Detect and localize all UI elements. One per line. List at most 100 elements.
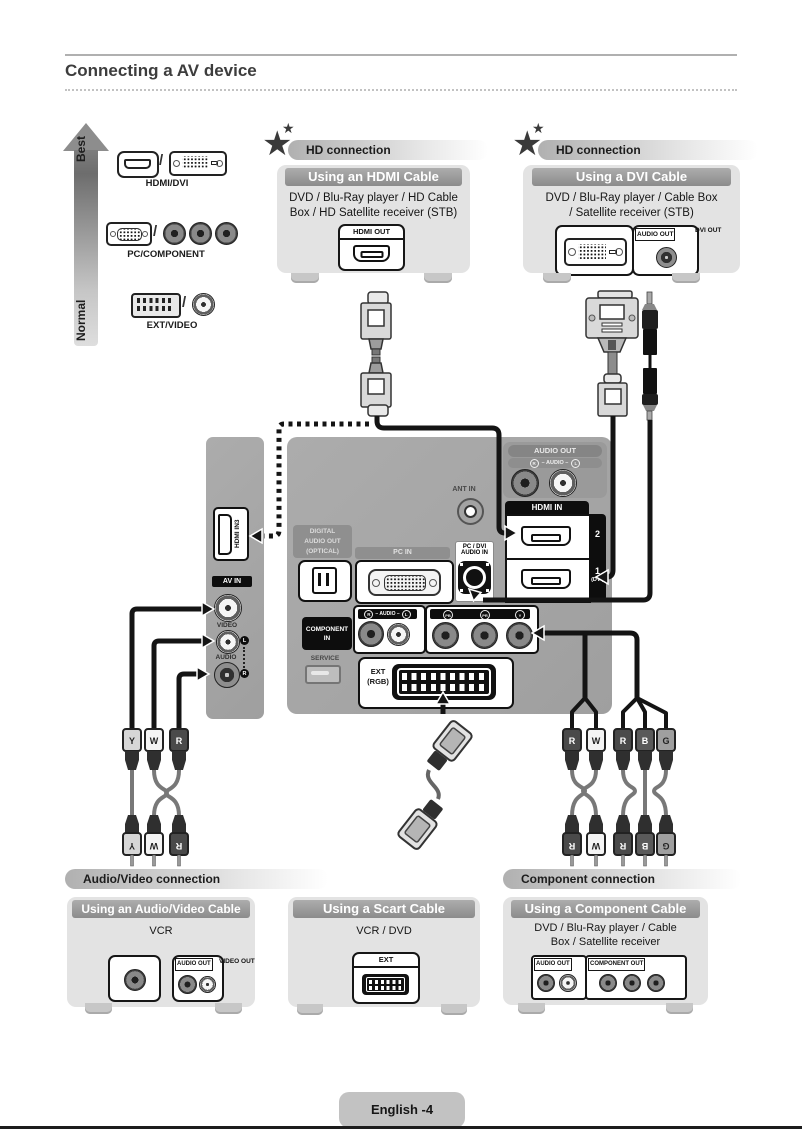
scart-connector-icon — [131, 293, 181, 318]
hdmi2-number: 2 — [594, 529, 600, 539]
small-star-icon: ★ — [532, 120, 545, 136]
component-pr-jack — [471, 622, 498, 649]
device-foot — [85, 1003, 112, 1014]
optical-bar — [326, 573, 329, 586]
dvi-box-title: Using a DVI Cable — [532, 168, 731, 186]
hdmi-in-port1 — [505, 558, 591, 603]
plug-label: W — [150, 736, 159, 746]
dvi-out-label: DVI OUT — [695, 227, 722, 234]
rca-jack-icon — [656, 247, 677, 268]
hdmi-in-header: HDMI IN — [505, 501, 589, 514]
quality-arrow-shaft — [74, 150, 98, 346]
ant-inner-ring — [464, 505, 477, 518]
audio-label: AUDIO — [215, 654, 237, 661]
rca-jack-icon — [163, 222, 186, 245]
audio-out-sub: R – AUDIO – L — [508, 458, 602, 468]
vga-connector-icon — [106, 222, 152, 246]
video-out-label: VIDEO OUT — [219, 958, 255, 965]
optical-label-block: DIGITAL AUDIO OUT (OPTICAL) — [293, 525, 352, 558]
desc-line1: DVD / Blu-Ray player / Cable — [534, 922, 677, 934]
hdmi-slot-inner — [531, 534, 561, 542]
scart-box-title: Using a Scart Cable — [293, 900, 475, 918]
component-audio-l-jack — [387, 623, 410, 646]
hdmi1-number: 1 — [594, 566, 600, 576]
tv-side-panel: HDMI IN3 AV IN VIDEO L AUDIO R — [206, 437, 264, 719]
star-icon: ★ — [262, 125, 293, 163]
ext-line1: EXT — [370, 667, 386, 676]
bottom-rule — [0, 1126, 802, 1129]
scart-pins-row1 — [137, 298, 173, 303]
rca-jack-icon — [559, 974, 577, 992]
desc-line2: Box / Satellite receiver — [550, 936, 661, 948]
hdmi-connector-icon — [117, 151, 159, 178]
scart-pins-row2 — [137, 306, 173, 311]
y-ring-badge: Y — [515, 610, 525, 620]
component-y-jack — [506, 622, 533, 649]
optical-line2: AUDIO OUT — [304, 538, 341, 545]
hd-connection-label: HD connection — [306, 143, 391, 157]
scart-plug-icon — [362, 974, 409, 995]
hdmi-box-title: Using an HDMI Cable — [285, 168, 462, 186]
device-foot — [424, 273, 452, 283]
legend-pc-component-label: PC/COMPONENT — [127, 249, 205, 260]
plug-label: W — [149, 841, 158, 851]
device-foot — [215, 1003, 242, 1014]
vga-screw-right — [429, 579, 437, 587]
audio-out-label: AUDIO OUT — [534, 958, 572, 971]
ext-line2: (RGB) — [367, 677, 389, 686]
scart-cable-box: Using a Scart Cable VCR / DVD EXT — [288, 897, 480, 1015]
dotted-rule — [65, 89, 737, 91]
video-in-jack — [214, 594, 242, 622]
legend-ext-video-label: EXT/VIDEO — [146, 320, 198, 331]
av-cable-lines — [129, 606, 203, 730]
scale-normal-label: Normal — [74, 299, 88, 341]
audio-out-title: AUDIO OUT — [508, 445, 602, 457]
component-out-label: COMPONENT OUT — [588, 958, 646, 971]
component-video-bar: PB PR Y — [430, 609, 530, 620]
component-audio-strip: R – AUDIO – L — [353, 605, 426, 654]
hdmi-box-desc: DVD / Blu-Ray player / HD Cable Box / HD… — [277, 191, 470, 221]
l-badge: L — [240, 636, 249, 645]
optical-line1: DIGITAL — [309, 528, 336, 535]
dvi-pin-grid — [182, 156, 209, 169]
footer-tab: English -4 — [339, 1092, 465, 1128]
device-foot — [441, 1004, 467, 1015]
page-title: Connecting a AV device — [65, 61, 257, 80]
scart-pins-row1 — [369, 980, 401, 984]
hdmi-in3-label: HDMI IN3 — [234, 519, 241, 548]
optical-bar — [318, 573, 321, 586]
slash-separator: / — [159, 152, 164, 169]
star-icon: ★ — [512, 125, 543, 163]
component-cable-box: Using a Component Cable DVD / Blu-Ray pl… — [503, 897, 708, 1014]
plug-label: Y — [129, 841, 135, 851]
dvi-box-desc: DVD / Blu-Ray player / Cable Box / Satel… — [523, 191, 740, 221]
dvi-pin-grid — [578, 244, 606, 259]
service-label: SERVICE — [310, 655, 340, 662]
av-connection-label: Audio/Video connection — [83, 872, 221, 886]
audio-mid-label: – AUDIO – — [541, 460, 569, 466]
pc-in-label: PC IN — [355, 547, 450, 559]
plug-label: R — [619, 841, 626, 851]
rca-jack-icon — [599, 974, 617, 992]
scart-cable-graphic — [395, 690, 475, 852]
vga-port-icon — [368, 569, 441, 596]
rca-jack-icon — [199, 976, 216, 993]
device-foot — [518, 1003, 545, 1014]
l-ring-badge: L — [401, 609, 411, 619]
scart-pins-row2 — [402, 684, 486, 691]
rca-jack-icon — [189, 222, 212, 245]
dvi-screw-left — [173, 160, 180, 167]
tv-back-panel: AUDIO OUT R – AUDIO – L ANT IN HDMI IN 2… — [287, 437, 612, 714]
audio-out-label: AUDIO OUT — [635, 228, 676, 241]
hdmi-in3-port: HDMI IN3 — [213, 507, 249, 561]
video-out-device — [108, 955, 161, 1002]
component-pb-jack — [432, 622, 459, 649]
audio-out-device: AUDIO OUT — [531, 955, 587, 1000]
pc-in-port — [355, 560, 454, 604]
audio-out-block: AUDIO OUT R – AUDIO – L — [503, 442, 607, 498]
component-line1: COMPONENT — [305, 626, 349, 633]
jack-corner — [460, 563, 463, 566]
audio-out-l-jack — [549, 469, 577, 497]
plug-label: R — [175, 841, 182, 851]
plug-label: G — [662, 841, 669, 851]
